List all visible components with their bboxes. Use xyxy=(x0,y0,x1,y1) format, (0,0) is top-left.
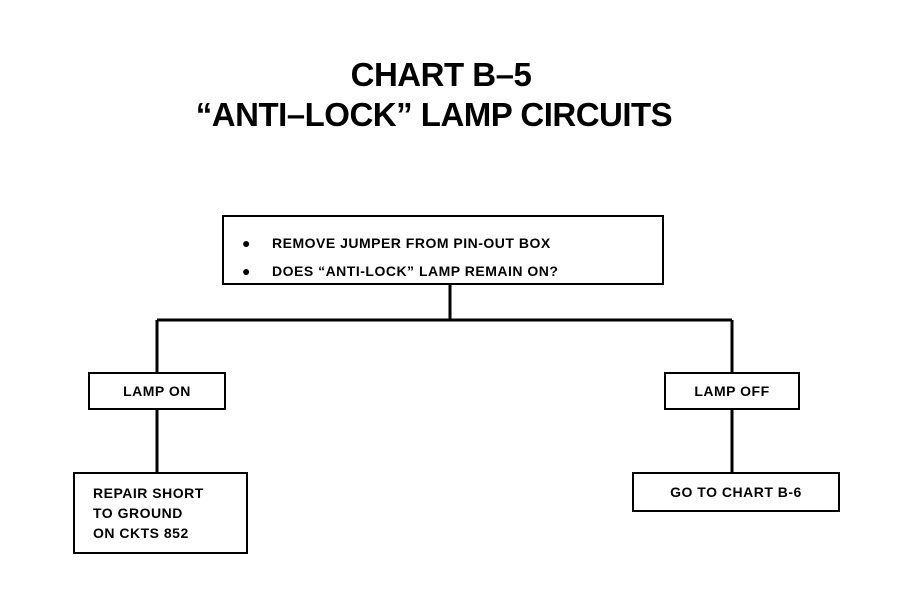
question-item-text: REMOVE JUMPER FROM PIN-OUT BOX xyxy=(272,235,551,251)
question-item: ● DOES “ANTI-LOCK” LAMP REMAIN ON? xyxy=(242,257,662,285)
lamp-off-label: LAMP OFF xyxy=(694,383,770,399)
chart-title: CHART B–5 xyxy=(350,56,532,93)
bullet-icon: ● xyxy=(242,263,251,279)
question-item-text: DOES “ANTI-LOCK” LAMP REMAIN ON? xyxy=(272,263,559,279)
repair-line: REPAIR SHORT xyxy=(93,485,204,501)
question-item: ● REMOVE JUMPER FROM PIN-OUT BOX xyxy=(242,229,662,257)
lamp-on-label: LAMP ON xyxy=(123,383,191,399)
chart-subtitle: “ANTI–LOCK” LAMP CIRCUITS xyxy=(195,96,673,133)
lamp-off-box: LAMP OFF xyxy=(664,372,800,410)
go-to-chart-label: GO TO CHART B-6 xyxy=(670,484,802,500)
go-to-chart-box: GO TO CHART B-6 xyxy=(632,472,840,512)
repair-line: ON CKTS 852 xyxy=(93,525,189,541)
lamp-on-box: LAMP ON xyxy=(88,372,226,410)
bullet-icon: ● xyxy=(242,235,251,251)
repair-short-box: REPAIR SHORT TO GROUND ON CKTS 852 xyxy=(73,472,248,554)
repair-line: TO GROUND xyxy=(93,505,183,521)
question-box: ● REMOVE JUMPER FROM PIN-OUT BOX ● DOES … xyxy=(222,215,664,285)
